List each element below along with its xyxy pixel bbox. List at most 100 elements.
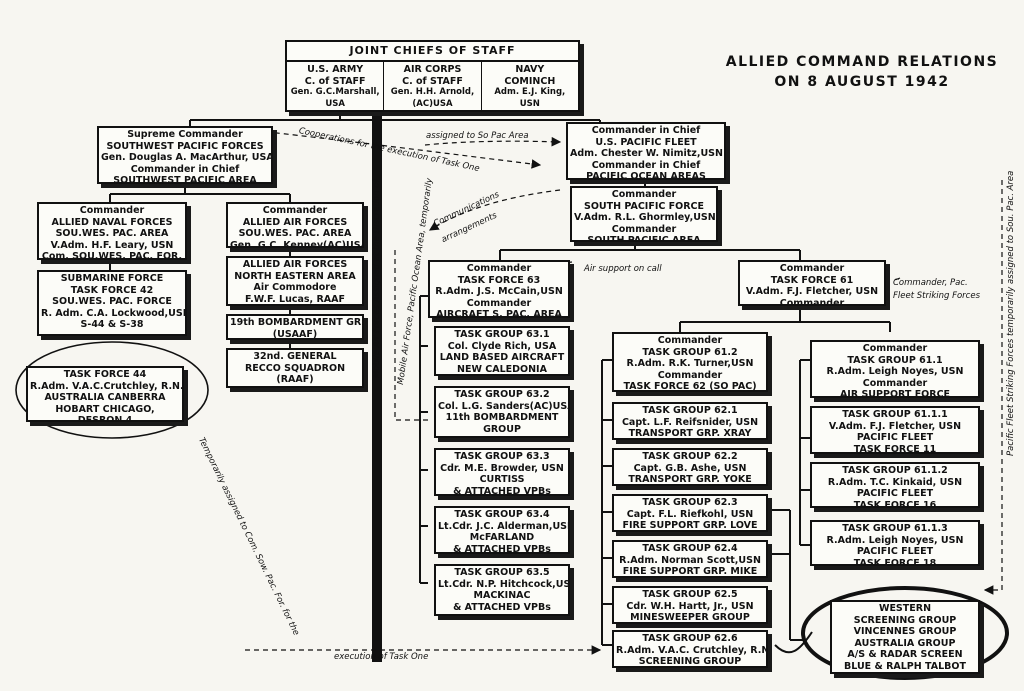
box-line: R.Adm. V.A.C. Crutchley, R.N. <box>616 644 768 656</box>
box-line: R.Adm. T.C. Kinkaid, USN <box>827 476 963 488</box>
navy-column: NAVY COMINCH Adm. E.J. King, USN <box>482 62 578 110</box>
box-line: SOUTHWEST PACIFIC AREA <box>113 175 257 184</box>
army-line: Gen. G.C.Marshall, <box>290 87 380 97</box>
title-line-1: ALLIED COMMAND RELATIONS <box>725 54 999 70</box>
box-line: V.Adm. F.J. Fletcher, USN <box>828 420 962 432</box>
box-19th-bomb: 19th BOMBARDMENT GRP.(USAAF) <box>226 314 364 340</box>
box-line: PACIFIC FLEET <box>856 488 934 499</box>
box-line: TASK GROUP 63.3 <box>454 451 550 462</box>
box-line: WESTERN <box>878 603 932 614</box>
box-line: Adm. Chester W. Nimitz,USN <box>570 148 723 159</box>
box-line: PACIFIC OCEAN AREAS <box>586 171 706 180</box>
box-line: R.Adm. R.K. Turner,USN <box>626 358 754 369</box>
box-line: ALLIED NAVAL FORCES <box>51 216 173 228</box>
navy-line: Adm. E.J. King, <box>494 87 566 97</box>
box-line: F.W.F. Lucas, RAAF <box>245 293 345 305</box>
box-line: V.Adm. R.L. Ghormley,USN <box>574 212 716 223</box>
box-line: Commander <box>466 263 532 274</box>
box-line: HOBART CHICAGO, <box>55 403 155 415</box>
box-line: TASK FORCE 11 <box>853 443 937 454</box>
box-line: 11th BOMBARDMENT <box>445 412 559 423</box>
box-line: SOU.WES. PAC. FORCE <box>52 296 172 307</box>
note-pac-flt-right: Pacific Fleet Striking Forces temporaril… <box>1006 170 1016 456</box>
aircorps-line: C. of STAFF <box>402 75 463 87</box>
army-line: USA <box>325 98 345 109</box>
box-line: Cdr. M.E. Browder, USN <box>440 462 564 474</box>
box-line: BLUE & RALPH TALBOT <box>844 660 966 672</box>
box-line: Gen. G.C. Kenney(AC)USA <box>230 239 364 248</box>
box-line: MACKINAC <box>473 590 531 601</box>
aircorps-column: AIR CORPS C. of STAFF Gen. H.H. Arnold, … <box>384 62 482 110</box>
army-line: C. of STAFF <box>304 75 366 87</box>
navy-line: NAVY <box>515 64 545 75</box>
box-line: 32nd. GENERAL <box>253 351 337 362</box>
box-line: A/S & RADAR SCREEN <box>847 649 963 660</box>
box-line: TASK GROUP 62.6 <box>642 633 738 644</box>
box-line: Cdr. W.H. Hartt, Jr., USN <box>626 600 754 612</box>
navy-line: COMINCH <box>504 75 556 87</box>
box-line: AIRCRAFT S. PAC. AREA <box>436 309 562 318</box>
box-line: & ATTACHED VPBs <box>453 601 551 613</box>
box-line: Commander <box>657 369 723 381</box>
box-line: TASK GROUP 62.2 <box>642 451 738 462</box>
note-assigned-so-pac: assigned to So Pac Area <box>426 131 529 141</box>
box-line: TASK GROUP 63.5 <box>454 567 550 578</box>
box-line: & ATTACHED VPBs <box>453 485 551 496</box>
box-line: FIRE SUPPORT GRP. LOVE <box>622 520 758 531</box>
aircorps-line: (AC)USA <box>412 98 453 109</box>
box-line: SOU.WES. PAC. AREA <box>238 228 352 239</box>
box-line: TASK GROUP 62.5 <box>642 589 738 600</box>
box-line: NEW CALEDONIA <box>457 363 547 375</box>
box-line: Commander <box>466 297 532 309</box>
box-line: TASK FORCE 16 <box>853 499 937 508</box>
box-line: Commander in Chief <box>591 159 701 171</box>
navy-line: USN <box>519 98 540 109</box>
box-line: Supreme Commander <box>127 129 243 140</box>
note-mobile-left: Mobile Air Forces Assigned at the Discre… <box>372 179 382 378</box>
box-line: SCREENING GROUP <box>638 656 742 667</box>
box-line: Capt. G.B. Ashe, USN <box>633 462 747 474</box>
box-line: 19th BOMBARDMENT GRP. <box>230 317 364 328</box>
joint-chiefs-box: JOINT CHIEFS OF STAFF U.S. ARMY C. of ST… <box>285 40 580 112</box>
box-line: SCREENING GROUP <box>853 614 957 626</box>
box-line: V.Adm. F.J. Fletcher, USN <box>745 286 879 297</box>
box-line: TASK GROUP 61.1.1 <box>842 409 948 420</box>
box-line: Commander in Chief <box>591 125 701 136</box>
box-line: AIR SUPPORT FORCE <box>839 389 951 398</box>
box-line: S-44 & S-38 <box>80 319 144 330</box>
box-line: VINCENNES GROUP <box>853 626 957 637</box>
army-line: U.S. ARMY <box>307 64 364 75</box>
box-line: TASK FORCE 63 <box>457 274 541 286</box>
box-line: GROUP <box>483 423 521 435</box>
box-line: Air Commodore <box>253 282 337 293</box>
box-line: R.Adm. V.A.C.Crutchley, R.N. <box>30 380 184 392</box>
box-line: R.Adm. Leigh Noyes, USN <box>826 534 964 546</box>
box-line: ALLIED AIR FORCES <box>242 259 348 270</box>
box-line: SOUTHWEST PACIFIC FORCES <box>106 140 264 152</box>
box-line: (USAAF) <box>272 328 318 340</box>
box-line: TASK GROUP 61.1 <box>847 354 943 366</box>
box-line: TASK GROUP 63.2 <box>454 389 550 400</box>
box-line: R. Adm. C.A. Lockwood,USN <box>41 307 187 319</box>
note-fleet-striking: Fleet Striking Forces <box>893 291 981 301</box>
box-line: FIRE SUPPORT GRP. MIKE <box>622 566 758 577</box>
box-line: R.Adm. Norman Scott,USN <box>619 554 761 566</box>
box-line: AUSTRALIA CANBERRA <box>44 392 166 403</box>
